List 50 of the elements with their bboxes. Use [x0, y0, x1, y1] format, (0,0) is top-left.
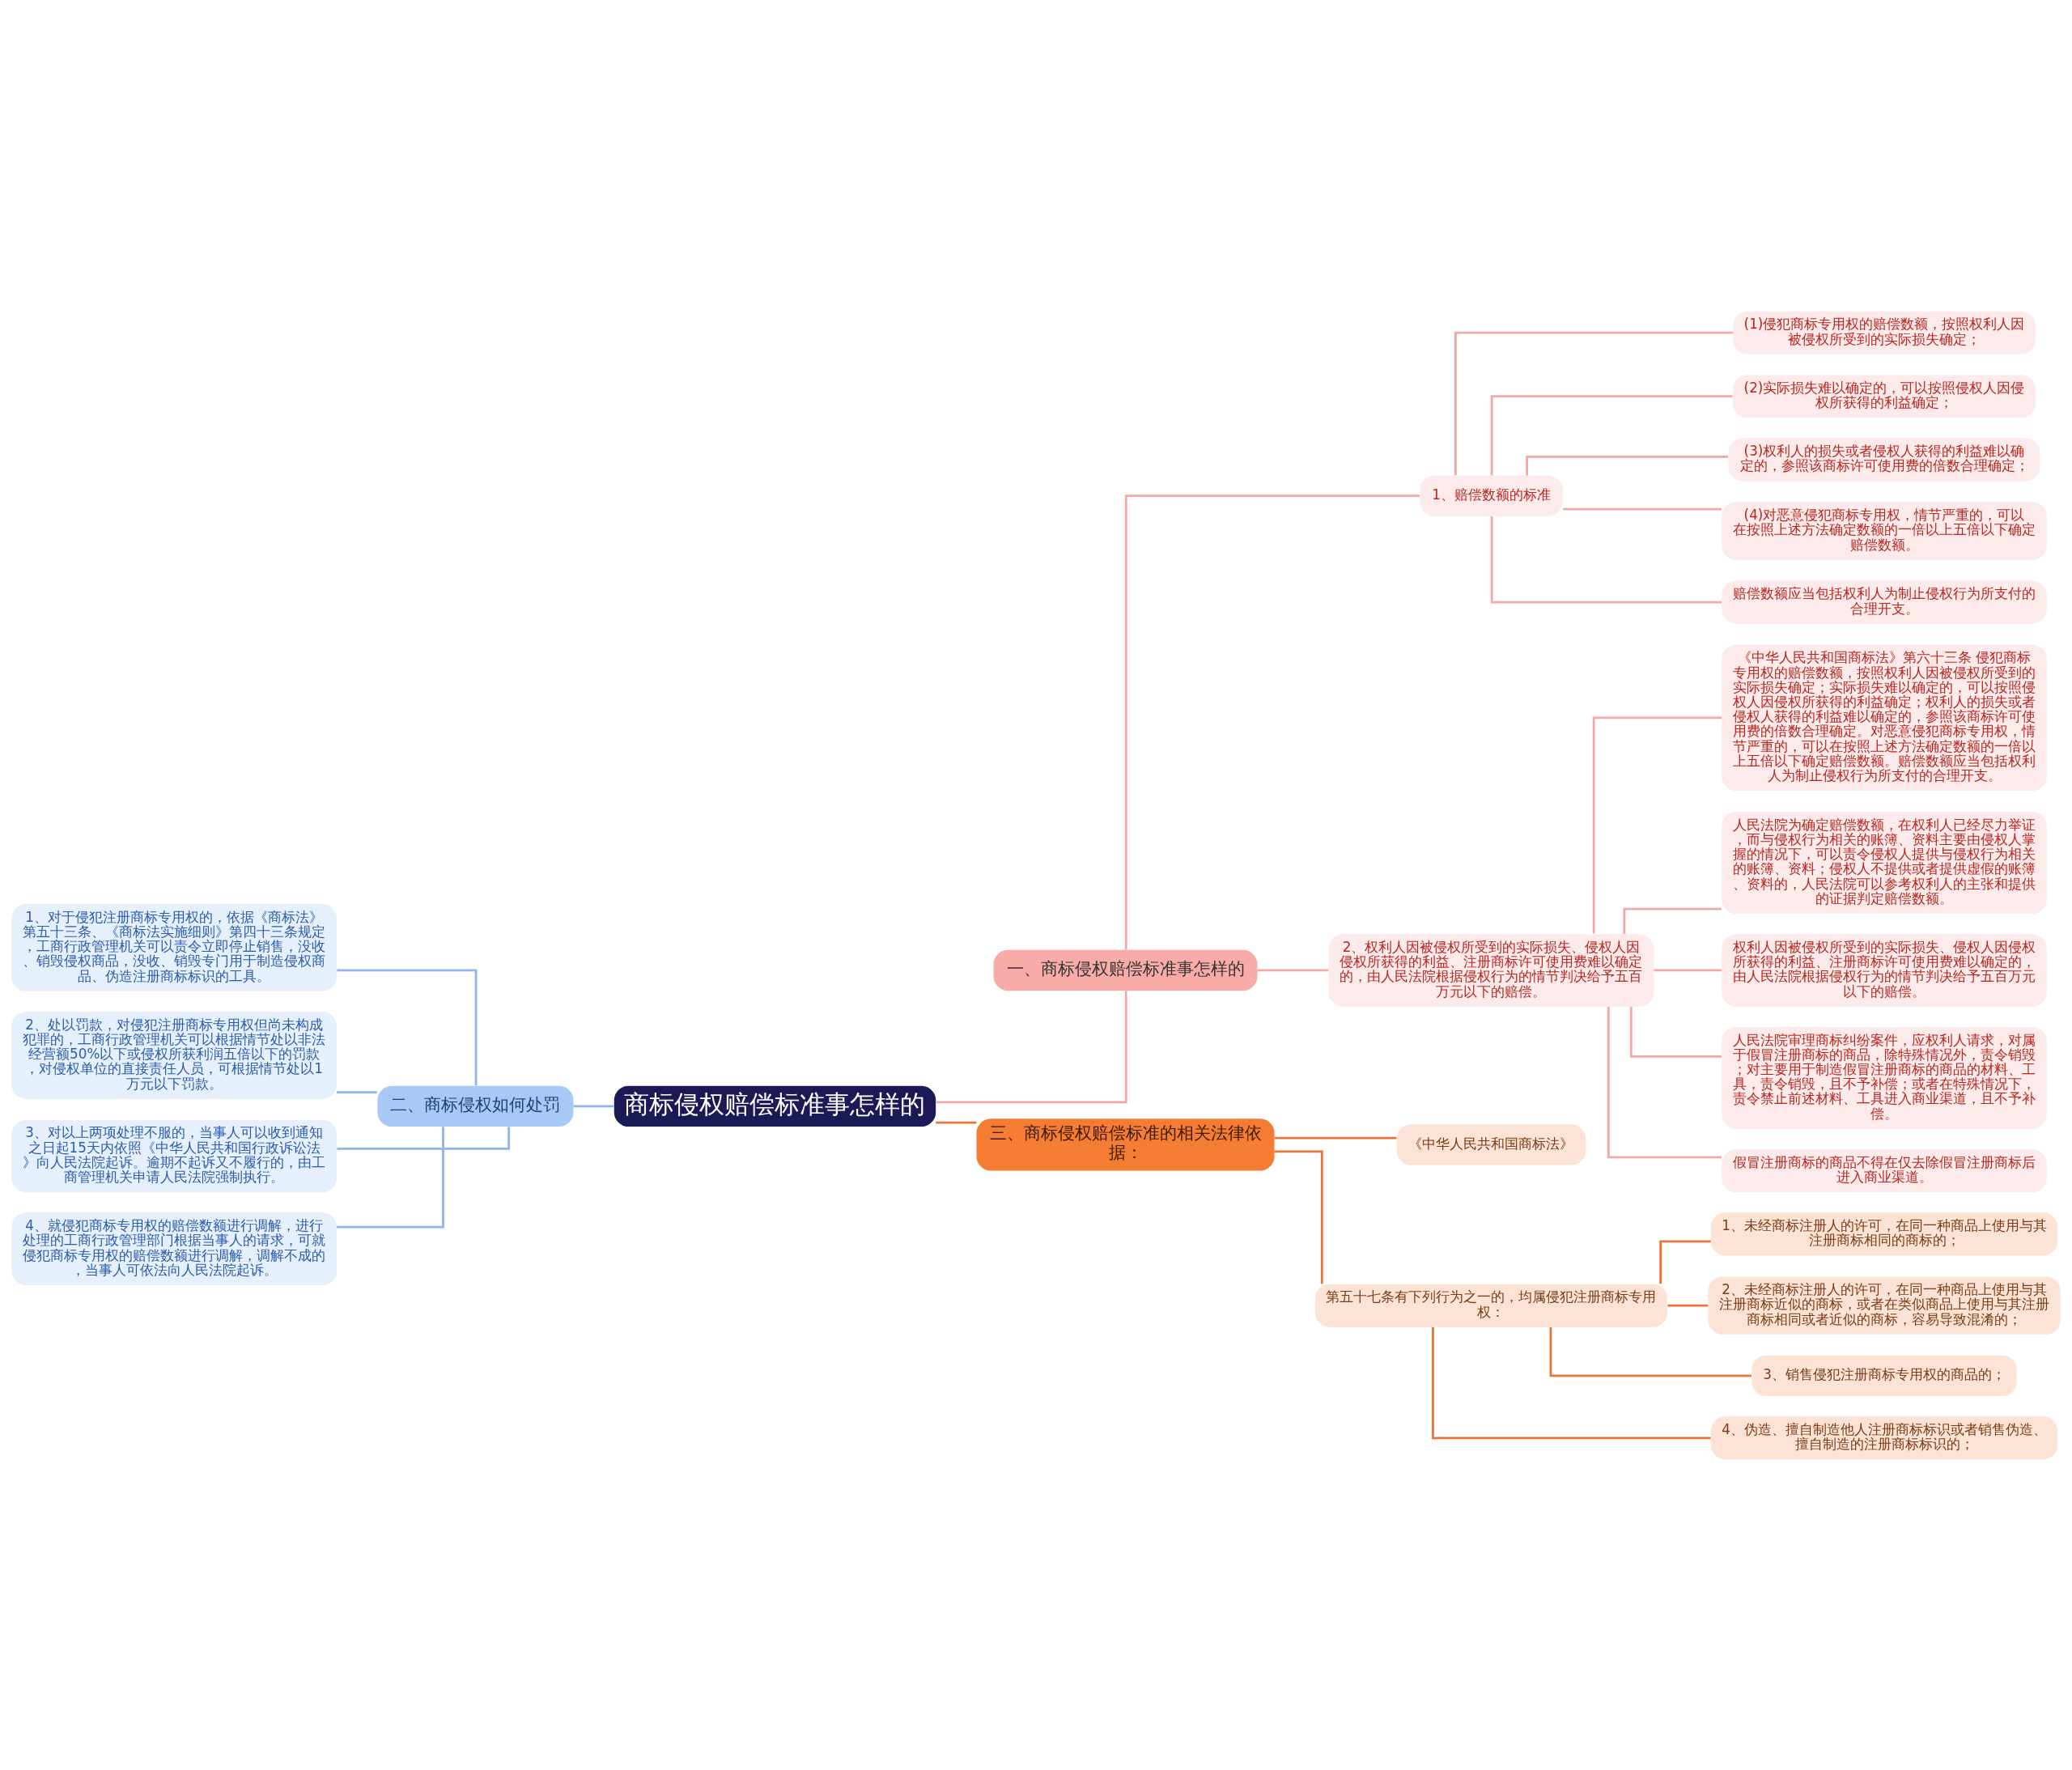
connector	[1257, 969, 1329, 971]
node-box: 2、处以罚款，对侵犯注册商标专用权但尚未构成犯罪的，工商行政管理机关可以根据情节处以非法经营额50%以下或侵权所获利润五倍以下的罚款，对侵权单位的直接责任人员，可根据情节处以1万元以下罚款。	[11, 1011, 337, 1099]
connector	[337, 1090, 377, 1093]
connector	[1562, 507, 1722, 510]
node-box: 3、销售侵犯注册商标专用权的商品的；	[1751, 1355, 2017, 1396]
node-box: 一、商标侵权赔偿标准事怎样的	[993, 949, 1258, 991]
node-box: 商标侵权赔偿标准事怎样的	[614, 1085, 936, 1127]
connector	[1607, 1006, 1722, 1158]
connector	[1623, 907, 1722, 934]
connector	[1432, 1326, 1711, 1439]
connector	[1654, 969, 1722, 971]
node-box: 2、未经商标注册人的许可，在同一种商品上使用与其注册商标近似的商标，或者在类似商品上使用与其注册商标相同或者近似的商标，容易导致混淆的；	[1708, 1276, 2061, 1335]
connector	[1275, 1136, 1397, 1139]
connector	[1274, 1149, 1323, 1284]
node-box: 权利人因被侵权所受到的实际损失、侵权人因侵权所获得的利益、注册商标许可使用费难以确定的，由人民法院根据侵权行为的情节判决给予五百万元以下的赔偿。	[1722, 933, 2047, 1007]
node-box: 《中华人民共和国商标法》	[1396, 1123, 1586, 1165]
node-box: 赔偿数额应当包括权利人为制止侵权行为所支付的合理开支。	[1722, 580, 2047, 624]
connector	[936, 1121, 977, 1124]
connector	[936, 990, 1127, 1103]
node-box: (4)对恶意侵犯商标专用权，情节严重的，可以在按照上述方法确定数额的一倍以上五倍以下确定赔偿数额。	[1722, 501, 2047, 560]
connector	[1592, 716, 1722, 934]
node-box: (3)权利人的损失或者侵权人获得的利益难以确定的，参照该商标许可使用费的倍数合理确定；	[1728, 437, 2040, 481]
node-box: 二、商标侵权如何处罚	[377, 1085, 574, 1127]
node-box: 人民法院为确定赔偿数额，在权利人已经尽力举证，而与侵权行为相关的账簿、资料主要由侵权人掌握的情况下，可以责令侵权人提供与侵权行为相关的账簿、资料；侵权人不提供或者提供虚假的账簿、资料的，人民法院可以参考权利人的主张和提供的证据判定赔偿数额。	[1722, 811, 2047, 914]
node-box: (1)侵犯商标专用权的赔偿数额，按照权利人因被侵权所受到的实际损失确定；	[1733, 311, 2036, 354]
connector	[1490, 394, 1733, 475]
node-box: 1、未经商标注册人的许可，在同一种商品上使用与其注册商标相同的商标的；	[1710, 1212, 2058, 1256]
node-box: 2、权利人因被侵权所受到的实际损失、侵权人因侵权所获得的利益、注册商标许可使用费难以确定的，由人民法院根据侵权行为的情节判决给予五百万元以下的赔偿。	[1328, 933, 1654, 1007]
node-box: 人民法院审理商标纠纷案件，应权利人请求，对属于假冒注册商标的商品，除特殊情况外，责令销毁；对主要用于制造假冒注册商标的商品的材料、工具，责令销毁，且不予补偿；或者在特殊情况下，责令禁止前述材料、工具进入商业渠道，且不予补偿。	[1722, 1026, 2047, 1129]
node-box: 4、就侵犯商标专用权的赔偿数额进行调解，进行处理的工商行政管理部门根据当事人的请求，可就侵犯商标专用权的赔偿数额进行调解，调解不成的，当事人可依法向人民法院起诉。	[11, 1212, 337, 1285]
node-box: 假冒注册商标的商品不得在仅去除假冒注册商标后进入商业渠道。	[1722, 1148, 2047, 1192]
connector	[1549, 1326, 1751, 1377]
connector	[573, 1104, 614, 1107]
node-box: 1、对于侵犯注册商标专用权的，依据《商标法》第五十三条、《商标法实施细则》第四十三条规定，工商行政管理机关可以责令立即停止销售，没收、销毁侵权商品，没收、销毁专门用于制造侵权商品、伪造注册商标标识的工具。	[11, 903, 337, 991]
connector	[1526, 455, 1729, 475]
node-box: 3、对以上两项处理不服的，当事人可以收到通知之日起15天内依照《中华人民共和国行政诉讼法》向人民法院起诉。逾期不起诉又不履行的，由工商管理机关申请人民法院强制执行。	[11, 1119, 337, 1192]
connector	[1454, 331, 1733, 475]
node-box: 4、伪造、擅自制造他人注册商标标识或者销售伪造、擅自制造的注册商标标识的；	[1710, 1416, 2058, 1459]
connector	[1490, 516, 1722, 604]
connector	[1659, 1239, 1711, 1284]
connector	[1124, 494, 1420, 950]
node-box: 1、赔偿数额的标准	[1420, 475, 1563, 516]
node-box: 第五十七条有下列行为之一的，均属侵犯注册商标专用权：	[1314, 1284, 1668, 1327]
connector	[337, 1126, 444, 1228]
node-box: 三、商标侵权赔偿标准的相关法律依据：	[976, 1118, 1275, 1171]
node-box: (2)实际损失难以确定的，可以按照侵权人因侵权所获得的利益确定；	[1733, 374, 2036, 418]
connector	[337, 969, 478, 1085]
connector	[1667, 1304, 1709, 1306]
connector	[1629, 1006, 1722, 1058]
node-box: 《中华人民共和国商标法》第六十三条 侵犯商标专用权的赔偿数额，按照权利人因被侵权所受到的实际损失确定；实际损失难以确定的，可以按照侵权人因侵权所获得的利益确定；权利人的损失或者侵权人获得的利益难以确定的，参照该商标许可使用费的倍数合理确定。对恶意侵犯商标专用权，情节严重的，可以在按照上述方法确定数额的一倍以上五倍以下确定赔偿数额。赔偿数额应当包括权利人为制止侵权行为所支付的合理开支。	[1722, 644, 2047, 791]
